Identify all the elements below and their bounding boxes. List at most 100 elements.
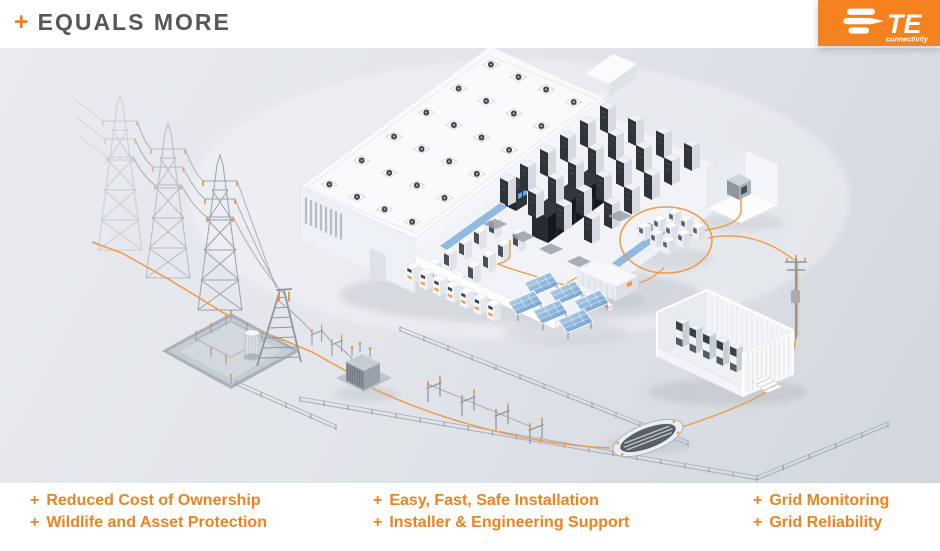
server-rack bbox=[607, 128, 625, 161]
floor-pad bbox=[567, 256, 591, 267]
distribution-cabinet bbox=[676, 228, 691, 249]
logo-background bbox=[818, 0, 940, 46]
benefit-label: Grid Monitoring bbox=[769, 492, 890, 509]
benefit-label: Reduced Cost of Ownership bbox=[46, 492, 261, 509]
floor-pad bbox=[608, 210, 632, 222]
distribution-cabinet bbox=[691, 221, 706, 242]
electrical-cabinet bbox=[442, 246, 458, 272]
container-switchgear-cabinet bbox=[702, 330, 717, 361]
server-rack bbox=[499, 173, 517, 207]
server-rack bbox=[615, 155, 633, 188]
hall-back-right-wall bbox=[605, 88, 745, 178]
electrical-cabinet bbox=[481, 248, 497, 274]
benefit-item: + Grid Reliability bbox=[753, 513, 889, 532]
grid-cable-corridor bbox=[371, 387, 611, 449]
generator-room bbox=[706, 149, 779, 224]
generator-unit bbox=[727, 174, 751, 200]
server-rack bbox=[527, 186, 545, 219]
server-rack bbox=[623, 182, 641, 215]
server-rack bbox=[587, 142, 605, 176]
plus-icon: + bbox=[14, 8, 29, 36]
benefits-column-3: + Grid Monitoring + Grid Reliability bbox=[753, 491, 889, 532]
plus-bullet-icon: + bbox=[30, 514, 40, 531]
benefit-label: Installer & Engineering Support bbox=[389, 514, 630, 531]
server-rack bbox=[595, 169, 613, 203]
transmission-towers bbox=[97, 94, 243, 311]
substation-pad bbox=[162, 309, 300, 389]
server-rack bbox=[683, 138, 701, 172]
server-rack bbox=[547, 171, 565, 205]
plus-bullet-icon: + bbox=[373, 514, 383, 531]
page-header: + EQUALS MORE bbox=[14, 9, 231, 37]
container-switchgear-cabinet bbox=[729, 342, 744, 373]
distribution-cabinet bbox=[661, 235, 676, 256]
reactor-cylinder bbox=[243, 329, 261, 361]
server-rack bbox=[627, 113, 645, 147]
benefit-item: + Installer & Engineering Support bbox=[373, 513, 629, 532]
server-rack bbox=[555, 198, 573, 232]
cable-loop bbox=[619, 206, 713, 274]
container-stairs bbox=[751, 375, 783, 394]
plus-bullet-icon: + bbox=[753, 492, 763, 509]
floor-pad bbox=[483, 218, 507, 230]
underground-vault bbox=[612, 418, 684, 458]
plus-bullet-icon: + bbox=[30, 492, 40, 509]
battery-container bbox=[576, 258, 639, 301]
server-rack bbox=[655, 126, 673, 159]
switchgear-cabinet bbox=[459, 286, 475, 310]
gantry-frame bbox=[256, 288, 302, 367]
server-rack bbox=[583, 211, 601, 244]
server-rack bbox=[559, 130, 577, 163]
perimeter-fence bbox=[235, 326, 889, 481]
power-lines bbox=[73, 98, 285, 295]
server-rack bbox=[579, 115, 597, 149]
page-title: EQUALS MORE bbox=[37, 9, 231, 35]
container-switchgear-cabinet bbox=[689, 323, 703, 354]
server-rack bbox=[663, 153, 681, 186]
benefit-item: + Reduced Cost of Ownership bbox=[30, 491, 267, 510]
switchgear-container bbox=[656, 288, 794, 398]
plus-bullet-icon: + bbox=[753, 514, 763, 531]
switchgear-cabinet bbox=[473, 292, 488, 316]
container-corner-posts bbox=[656, 312, 794, 397]
roof-parapet bbox=[304, 54, 599, 234]
switchyard-transformer bbox=[336, 342, 392, 392]
switchgear-cabinet bbox=[446, 280, 461, 304]
benefit-label: Grid Reliability bbox=[769, 514, 883, 531]
distribution-cabinet-cluster bbox=[619, 206, 713, 274]
utility-pole bbox=[785, 255, 807, 338]
benefits-column-1: + Reduced Cost of Ownership + Wildlife a… bbox=[30, 491, 267, 532]
logo-tagline-text: connectivity bbox=[886, 35, 929, 44]
roof-penthouse bbox=[584, 53, 638, 97]
benefits-footer: + Reduced Cost of Ownership + Wildlife a… bbox=[0, 483, 940, 551]
floor-pad bbox=[511, 231, 535, 242]
server-rack bbox=[599, 101, 617, 134]
illustration-band bbox=[0, 48, 940, 483]
benefit-item: + Grid Monitoring bbox=[753, 491, 889, 510]
distribution-cabinet bbox=[649, 228, 664, 249]
container-switchgear-cabinet bbox=[716, 336, 730, 367]
server-rack bbox=[539, 144, 557, 178]
benefit-item: + Wildlife and Asset Protection bbox=[30, 513, 267, 532]
te-connectivity-logo: TE connectivity bbox=[818, 0, 940, 46]
server-rack bbox=[575, 184, 593, 217]
switchgear-cabinet bbox=[419, 267, 434, 291]
transformer-fins bbox=[347, 364, 363, 387]
bus-corridor bbox=[425, 374, 545, 445]
switchyard bbox=[279, 301, 392, 392]
switchgear-cabinet bbox=[486, 298, 502, 322]
server-rack bbox=[567, 157, 585, 190]
benefit-label: Easy, Fast, Safe Installation bbox=[389, 492, 599, 509]
grid-illustration bbox=[73, 48, 889, 481]
switchgear-cabinet bbox=[405, 261, 421, 285]
plus-bullet-icon: + bbox=[373, 492, 383, 509]
logo-bars-icon bbox=[843, 8, 884, 34]
louvers bbox=[304, 197, 343, 240]
benefit-item: + Easy, Fast, Safe Installation bbox=[373, 491, 629, 510]
blue-floor-strip-left bbox=[440, 203, 507, 250]
floor-pad bbox=[539, 243, 563, 255]
logo-brand-text: TE bbox=[887, 9, 922, 39]
server-rack bbox=[643, 167, 661, 201]
switchgear-cabinet bbox=[432, 273, 448, 297]
